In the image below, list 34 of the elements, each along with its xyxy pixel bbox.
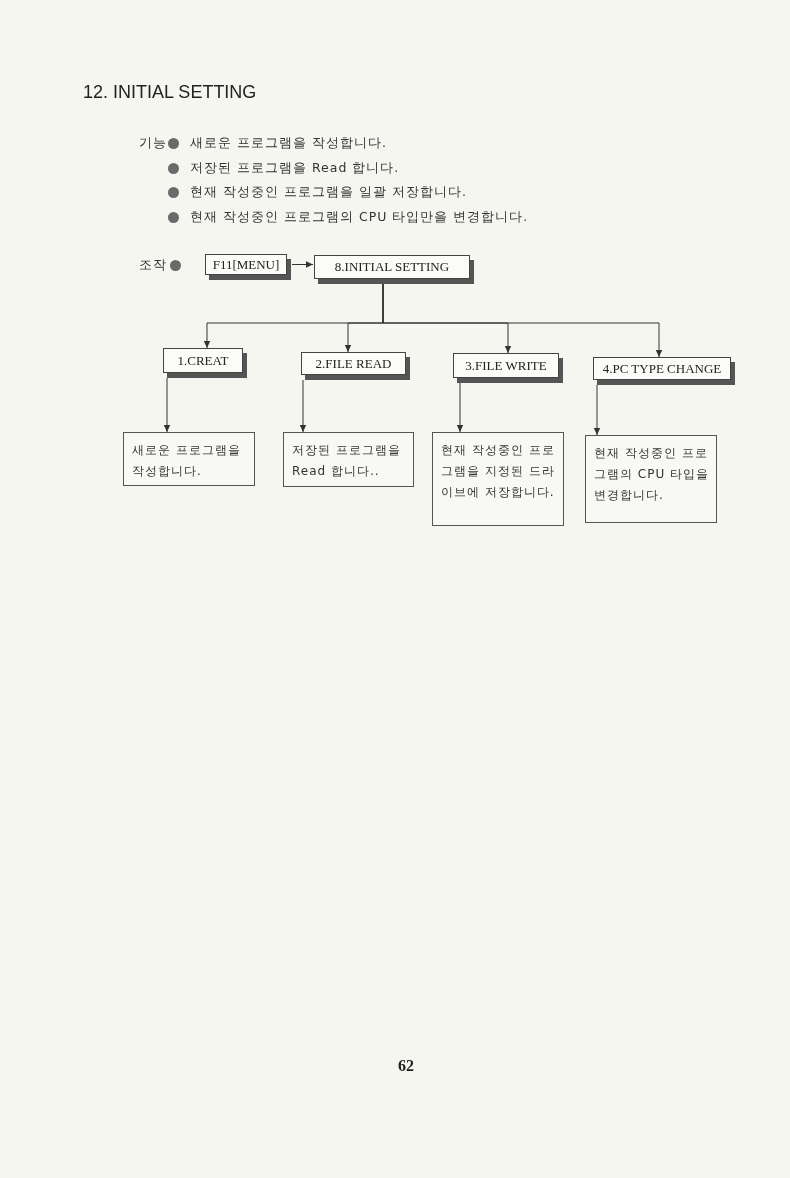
description-text: 현재 작성중인 프로그램을 지정된 드라이브에 저장합니다. [441, 442, 556, 501]
bullet-text: 현재 작성중인 프로그램의 CPU 타입만을 변경합니다. [190, 208, 529, 226]
description-box [283, 432, 414, 487]
menu-box [163, 348, 247, 378]
description-text: 저장된 프로그램을 Read 합니다.. [292, 442, 402, 480]
arrow [593, 384, 601, 436]
arrow [299, 379, 307, 433]
arrow [291, 261, 314, 268]
arrow [382, 283, 663, 358]
menu-label: 2.FILE READ [315, 355, 392, 372]
menu-label: 4.PC TYPE CHANGE [602, 360, 722, 377]
arrow [456, 382, 464, 433]
bullet-text: 저장된 프로그램을 Read 합니다. [190, 159, 400, 177]
bullet-text: 현재 작성중인 프로그램을 일괄 저장합니다. [190, 183, 467, 201]
description-box [123, 432, 255, 486]
description-box [585, 435, 717, 523]
menu-label: 8.INITIAL SETTING [334, 259, 450, 275]
menu-label: F11[MENU] [212, 256, 280, 273]
menu-label: 1.CREAT [177, 352, 229, 369]
description-box [432, 432, 564, 526]
menu-box [593, 357, 735, 385]
menu-label: 3.FILE WRITE [465, 357, 547, 374]
description-text: 현재 작성중인 프로그램의 CPU 타입을 변경합니다. [594, 445, 710, 504]
section-label: 기능 [139, 134, 167, 152]
heading: 12. INITIAL SETTING [83, 81, 257, 103]
menu-box [301, 352, 410, 380]
menu-box [205, 254, 291, 280]
bullet-text: 새로운 프로그램을 작성합니다. [190, 134, 387, 152]
menu-box [453, 353, 563, 383]
page-number: 62 [398, 1057, 414, 1075]
arrow [163, 377, 171, 433]
description-text: 새로운 프로그램을 작성합니다. [132, 442, 242, 480]
section-label: 조작 [139, 256, 167, 274]
menu-box [314, 255, 474, 284]
